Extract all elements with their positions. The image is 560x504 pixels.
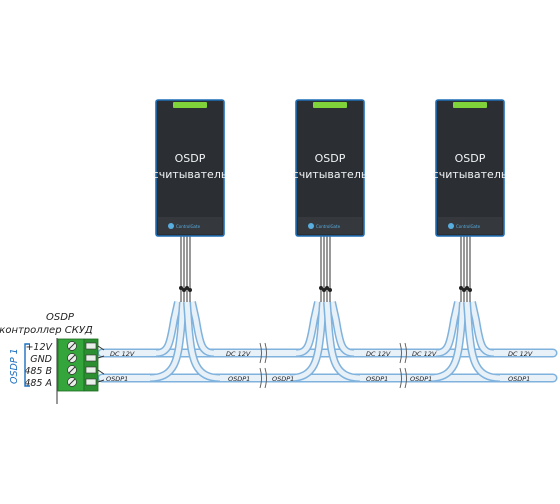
reader-bottom-panel (298, 217, 362, 234)
pin-label-485b: 485 B (24, 366, 52, 377)
power-label: DC 12V (412, 350, 437, 358)
reader-body (155, 99, 225, 237)
terminal-block (57, 338, 105, 392)
bus-name: OSDP 1 (9, 348, 20, 384)
reader-1: OSDP считыватель ControlGate (153, 99, 228, 302)
reader-bottom-panel (158, 217, 222, 234)
reader-2: OSDP считыватель ControlGate (293, 99, 368, 302)
power-label: DC 12V (366, 350, 391, 358)
data-label: OSDP1 (410, 375, 432, 383)
controller-subtitle: контроллер СКУД (0, 325, 93, 336)
wire-junction-dots (459, 286, 472, 292)
bus-bracket (24, 343, 30, 387)
reader-title: OSDP (315, 152, 346, 165)
brand-logo-icon (448, 223, 454, 229)
pin-label-12v: +12V (25, 342, 53, 353)
reader-brand: ControlGate (176, 224, 201, 229)
data-label: OSDP1 (228, 375, 250, 383)
reader-body (435, 99, 505, 237)
brand-logo-icon (168, 223, 174, 229)
controller-title: OSDP (46, 312, 75, 323)
power-label: DC 12V (508, 350, 533, 358)
reader-led (313, 102, 347, 108)
controller: OSDP контроллер СКУД +12V GND 485 B 485 … (0, 312, 105, 404)
wire-junction-dots (319, 286, 332, 292)
power-label: DC 12V (226, 350, 251, 358)
reader-brand: ControlGate (456, 224, 481, 229)
reader-subtitle: считыватель (153, 168, 228, 181)
bus-labels: DC 12V DC 12V DC 12V DC 12V DC 12V OSDP1… (106, 350, 533, 383)
data-label: OSDP1 (508, 375, 530, 383)
wire-junction-dots (179, 286, 192, 292)
reader-3: OSDP считыватель ControlGate (433, 99, 508, 302)
reader-1-drop-cables (149, 301, 221, 382)
reader-subtitle: считыватель (433, 168, 508, 181)
reader-2-drop-cables (289, 301, 361, 382)
reader-brand: ControlGate (316, 224, 341, 229)
reader-body (295, 99, 365, 237)
data-label: OSDP1 (272, 375, 294, 383)
reader-title: OSDP (175, 152, 206, 165)
cable-break-marks (259, 342, 407, 389)
reader-led (173, 102, 207, 108)
reader-3-drop-cables (429, 301, 501, 382)
reader-title: OSDP (455, 152, 486, 165)
reader-bottom-panel (438, 217, 502, 234)
power-label: DC 12V (110, 350, 135, 358)
brand-logo-icon (308, 223, 314, 229)
pin-label-485a: 485 A (24, 378, 52, 389)
data-label: OSDP1 (106, 375, 128, 383)
pin-label-gnd: GND (30, 354, 52, 365)
reader-led (453, 102, 487, 108)
data-label: OSDP1 (366, 375, 388, 383)
reader-subtitle: считыватель (293, 168, 368, 181)
